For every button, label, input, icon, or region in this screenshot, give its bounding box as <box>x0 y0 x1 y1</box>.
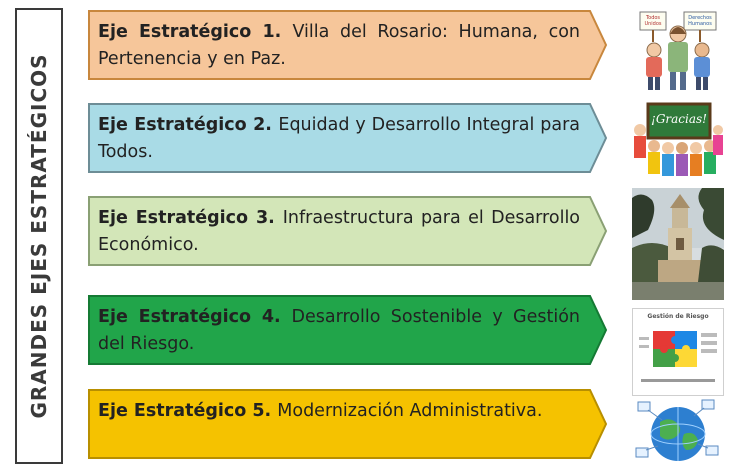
arrow-shape-2 <box>88 103 608 173</box>
sign-left-text: Todos Unidos <box>644 15 662 27</box>
arrow-shape-3 <box>88 196 608 266</box>
side-title: GRANDES EJES ESTRATÉGICOS <box>27 53 51 419</box>
gracias-board-text: ¡Gracias! <box>651 112 707 126</box>
axis-label-1: Eje Estratégico 1 <box>98 22 275 42</box>
axis-label-3: Eje Estratégico 3 <box>98 208 269 228</box>
axis-text-4: Eje Estratégico 4. Desarrollo Sostenible… <box>98 307 580 354</box>
axis-text-3: Eje Estratégico 3. Infraestructura para … <box>98 208 581 255</box>
axis-label-4: Eje Estratégico 4 <box>98 307 275 327</box>
axis-arrow-3: Eje Estratégico 3. Infraestructura para … <box>88 196 608 266</box>
axis-desc-1: Villa del Rosario: Humana, con Pertenenc… <box>98 22 580 69</box>
risk-management-slide-image: Gestión de Riesgo <box>632 308 724 396</box>
axis-arrow-2: Eje Estratégico 2. Equidad y Desarrollo … <box>88 103 608 173</box>
people-with-signs-image: Todos Unidos Derechos Humanos <box>632 8 724 92</box>
church-tower-photo <box>632 188 724 300</box>
globe-network-image <box>632 396 724 466</box>
axis-arrow-1: Eje Estratégico 1. Villa del Rosario: Hu… <box>88 10 608 80</box>
sign-right-text: Derechos Humanos <box>688 15 712 27</box>
axis-label-2: Eje Estratégico 2 <box>98 115 266 135</box>
axis-text-5: Eje Estratégico 5. Modernización Adminis… <box>98 401 543 421</box>
axis-label-5: Eje Estratégico 5 <box>98 401 265 421</box>
arrow-shape-5 <box>88 389 608 459</box>
axis-arrow-5: Eje Estratégico 5. Modernización Adminis… <box>88 389 608 459</box>
axis-arrow-4: Eje Estratégico 4. Desarrollo Sostenible… <box>88 295 608 365</box>
side-title-box: GRANDES EJES ESTRATÉGICOS <box>15 8 63 464</box>
axis-desc-3: Infraestructura para el Desarrollo Econó… <box>98 208 581 255</box>
axis-text-2: Eje Estratégico 2. Equidad y Desarrollo … <box>98 115 580 162</box>
arrow-shape-4 <box>88 295 608 365</box>
risk-slide-title: Gestión de Riesgo <box>647 313 709 320</box>
children-gracias-image: ¡Gracias! <box>632 100 724 182</box>
axis-desc-4: Desarrollo Sostenible y Gestión del Ries… <box>98 307 580 354</box>
axis-desc-2: Equidad y Desarrollo Integral para Todos… <box>98 115 580 162</box>
axis-text-1: Eje Estratégico 1. Villa del Rosario: Hu… <box>98 22 580 69</box>
axis-desc-5: Modernización Administrativa. <box>277 401 543 421</box>
arrow-shape-1 <box>88 10 608 80</box>
